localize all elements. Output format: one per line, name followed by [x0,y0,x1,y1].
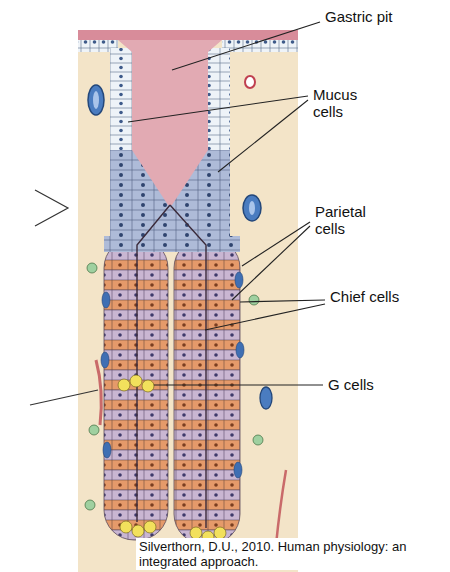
cell-label: Gastric pit [325,8,395,25]
cell-label: Chief cells [330,288,400,305]
cell-label: Parietal cells [315,203,395,237]
source-caption: Silverthorn, D.U., 2010. Human physiolog… [136,538,422,570]
cell-label: G cells [328,376,418,393]
cell-label: Mucus cells [313,86,383,120]
